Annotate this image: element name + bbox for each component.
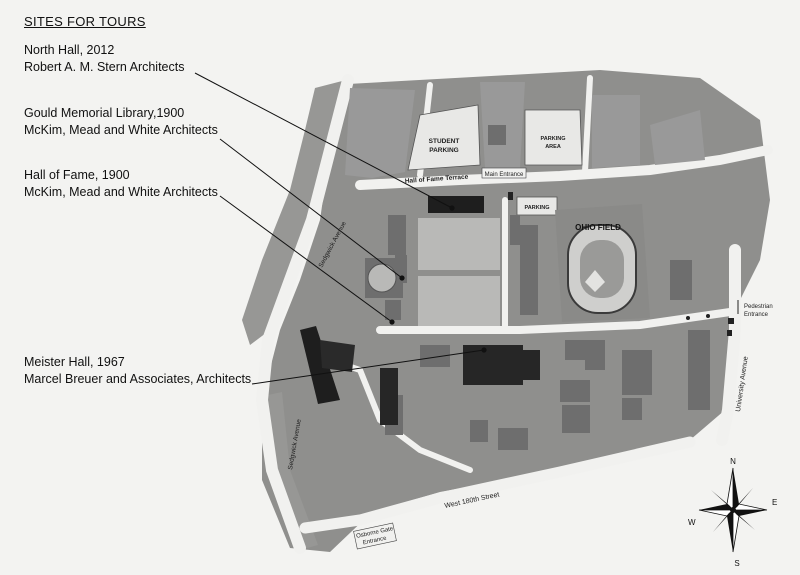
lawn-lower bbox=[418, 276, 500, 326]
hall-of-fame-marker bbox=[389, 319, 395, 325]
compass-west-label: W bbox=[688, 518, 696, 527]
building bbox=[498, 428, 528, 450]
site-name: Hall of Fame, 1900 bbox=[24, 168, 130, 182]
leader-endpoints bbox=[389, 205, 487, 353]
lawn-upper bbox=[418, 218, 500, 270]
pedestrian-entrance-label-2: Entrance bbox=[744, 312, 769, 318]
meister-hall-wing bbox=[320, 340, 355, 372]
parking-area-label-1: PARKING bbox=[541, 136, 566, 142]
sedgwick-strip-lower bbox=[268, 392, 318, 550]
compass-north-label: N bbox=[730, 457, 736, 466]
student-parking-label-1: STUDENT bbox=[429, 138, 460, 145]
infield bbox=[580, 240, 624, 298]
pedestrian-entrance-marker bbox=[686, 300, 739, 336]
sedgwick-avenue-road bbox=[255, 74, 354, 554]
meister-hall-marker bbox=[481, 347, 487, 353]
building bbox=[388, 215, 406, 255]
site-architect: McKim, Mead and White Architects bbox=[24, 123, 218, 137]
north-block-c bbox=[592, 95, 640, 168]
north-hall-highlight bbox=[428, 196, 484, 213]
building bbox=[622, 398, 642, 420]
building bbox=[420, 345, 450, 367]
building bbox=[670, 260, 692, 300]
site-architect: Marcel Breuer and Associates, Architects bbox=[24, 372, 252, 386]
hall-of-fame-terrace-road bbox=[355, 145, 773, 190]
student-parking-lot bbox=[407, 104, 481, 171]
ohio-field-label: OHIO FIELD bbox=[575, 223, 621, 232]
site-name: North Hall, 2012 bbox=[24, 43, 115, 57]
site-name: Gould Memorial Library,1900 bbox=[24, 106, 185, 120]
east-access-road bbox=[582, 75, 593, 175]
north-hall-marker bbox=[449, 205, 455, 211]
site-label-north-hall: North Hall, 2012 Robert A. M. Stern Arch… bbox=[24, 42, 184, 76]
hall-of-fame-terrace-label: Hall of Fame Terrace bbox=[405, 174, 469, 185]
hall-of-fame-leader bbox=[219, 195, 393, 323]
building bbox=[562, 405, 590, 433]
osborne-gate-box bbox=[353, 522, 397, 550]
meister-hall-highlight bbox=[300, 326, 340, 404]
dark-building-east bbox=[520, 350, 540, 380]
building bbox=[585, 355, 605, 370]
building bbox=[688, 330, 710, 410]
building bbox=[510, 215, 520, 245]
parking-lot-small bbox=[516, 196, 558, 216]
site-architect: McKim, Mead and White Architects bbox=[24, 185, 218, 199]
page-heading: SITES FOR TOURS bbox=[24, 14, 146, 29]
gould-library-marker bbox=[399, 275, 405, 281]
gould-library-leader bbox=[219, 138, 403, 279]
main-entrance-marker bbox=[508, 192, 513, 200]
site-architect: Robert A. M. Stern Architects bbox=[24, 60, 185, 74]
north-block-a bbox=[345, 88, 415, 178]
building bbox=[560, 380, 590, 402]
baseball-diamond bbox=[585, 270, 605, 292]
compass-east-label: E bbox=[772, 498, 777, 507]
west-180th-street-road bbox=[299, 436, 696, 534]
north-hall-leader bbox=[194, 72, 453, 209]
site-name: Meister Hall, 1967 bbox=[24, 355, 125, 369]
main-entrance-label: Main Entrance bbox=[485, 172, 524, 178]
leader-lines bbox=[194, 72, 485, 385]
site-label-hall-of-fame: Hall of Fame, 1900 McKim, Mead and White… bbox=[24, 167, 218, 201]
north-building-small bbox=[488, 125, 506, 145]
gould-library-dome bbox=[367, 263, 397, 293]
building bbox=[520, 225, 538, 315]
site-label-meister-hall: Meister Hall, 1967 Marcel Breuer and Ass… bbox=[24, 354, 251, 388]
osborne-gate-label-2: Entrance bbox=[362, 535, 387, 546]
building bbox=[470, 420, 488, 442]
pedestrian-entrance-label-1: Pedestrian bbox=[744, 304, 773, 310]
north-block-d bbox=[650, 110, 705, 165]
parking-area-lot bbox=[524, 109, 583, 166]
dark-building-center bbox=[463, 345, 523, 385]
parking-area-label-2: AREA bbox=[545, 144, 561, 150]
site-label-gould-library: Gould Memorial Library,1900 McKim, Mead … bbox=[24, 105, 218, 139]
compass-south-label: S bbox=[734, 559, 739, 568]
building bbox=[385, 300, 401, 320]
dark-building-south bbox=[380, 368, 398, 425]
sedgwick-strip bbox=[242, 80, 346, 345]
compass-rose-icon bbox=[698, 467, 768, 553]
parking-label: PARKING bbox=[525, 205, 550, 211]
student-parking-label-2: PARKING bbox=[429, 147, 459, 154]
university-avenue-road bbox=[716, 244, 741, 446]
main-entrance-box bbox=[481, 167, 527, 179]
campus-walk-road bbox=[376, 308, 734, 334]
building bbox=[622, 350, 652, 395]
meister-hall-leader bbox=[251, 349, 485, 385]
